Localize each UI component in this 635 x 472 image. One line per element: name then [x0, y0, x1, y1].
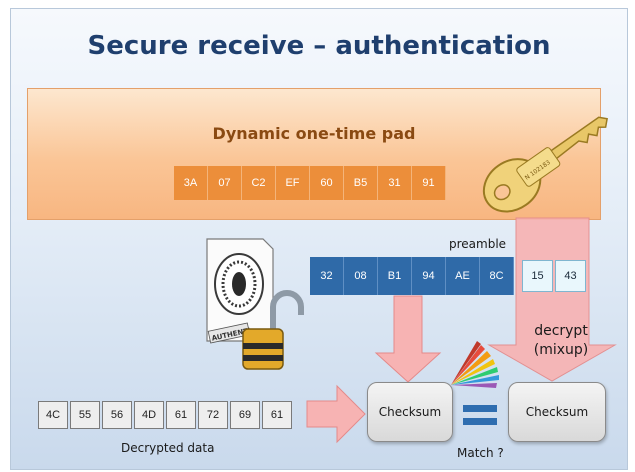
pad-bytes: 3A 07 C2 EF 60 B5 31 91 [174, 166, 446, 200]
preamble-to-checksum-arrow [374, 295, 442, 383]
color-swatch-fan-icon [451, 341, 499, 388]
decrypted-byte: 4D [134, 401, 164, 429]
checksum-right-box: Checksum [508, 382, 606, 442]
pad-byte: EF [276, 166, 310, 200]
pad-byte: 31 [378, 166, 412, 200]
decrypted-byte: 55 [70, 401, 100, 429]
decrypt-arrow [487, 217, 617, 382]
data-to-checksum-arrow [306, 384, 366, 444]
decrypted-bytes: 4C 55 56 4D 61 72 69 61 [38, 401, 294, 429]
decrypted-byte: 56 [102, 401, 132, 429]
decrypt-label-line1: decrypt [534, 323, 588, 339]
decrypted-byte: 69 [230, 401, 260, 429]
decrypted-byte: 72 [198, 401, 228, 429]
decrypted-byte: 61 [166, 401, 196, 429]
pad-byte: C2 [242, 166, 276, 200]
decrypted-byte: 61 [262, 401, 292, 429]
decrypt-label: decrypt (mixup) [521, 322, 601, 360]
pad-byte: 60 [310, 166, 344, 200]
pad-byte: B5 [344, 166, 378, 200]
tail-byte: 43 [555, 260, 586, 292]
key-icon: N 102183 [482, 116, 608, 213]
tail-bytes: 15 43 [522, 260, 588, 292]
pad-byte: 3A [174, 166, 208, 200]
tail-byte: 15 [522, 260, 553, 292]
pad-title: Dynamic one-time pad [212, 124, 416, 143]
decrypted-data-label: Decrypted data [121, 441, 215, 455]
decrypted-byte: 4C [38, 401, 68, 429]
open-padlock-icon [242, 290, 304, 370]
checksum-left-box: Checksum [367, 382, 453, 442]
received-byte: AE [446, 257, 480, 295]
authenticity-certificate-icon: AUTHENTI [206, 238, 274, 344]
pad-byte: 91 [412, 166, 446, 200]
page-title: Secure receive – authentication [87, 31, 551, 61]
match-label: Match ? [457, 446, 504, 460]
equals-sign-bottom [463, 418, 497, 425]
equals-sign-top [463, 405, 497, 412]
received-byte: 94 [412, 257, 446, 295]
received-byte: 08 [344, 257, 378, 295]
decrypt-label-line2: (mixup) [533, 342, 589, 358]
received-byte: 32 [310, 257, 344, 295]
received-byte: 8C [480, 257, 514, 295]
arrows-layer: N 102183 AUTHENTI [206, 116, 617, 444]
pad-byte: 07 [208, 166, 242, 200]
slide: N 102183 AUTHENTI Secure r [10, 8, 628, 470]
received-byte: B1 [378, 257, 412, 295]
received-bytes: 32 08 B1 94 AE 8C [310, 257, 514, 295]
preamble-label: preamble [449, 237, 507, 251]
